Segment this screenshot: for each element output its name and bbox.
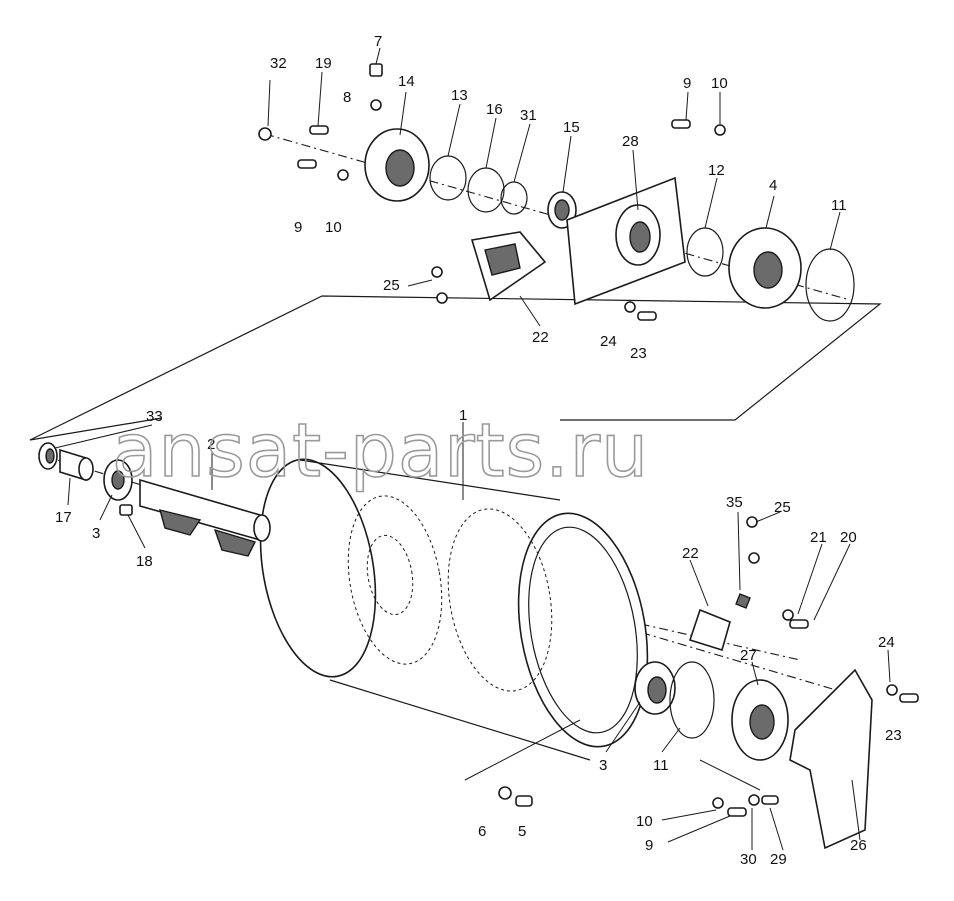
callout-19: 19 bbox=[315, 55, 332, 72]
callout-35: 35 bbox=[726, 494, 743, 511]
callout-11: 11 bbox=[831, 197, 847, 214]
callout-9: 9 bbox=[294, 219, 302, 236]
callout-leaders bbox=[54, 47, 891, 851]
callout-30: 30 bbox=[740, 851, 757, 868]
callout-10: 10 bbox=[711, 75, 728, 92]
callout-25: 25 bbox=[774, 499, 791, 516]
callout-16: 16 bbox=[486, 101, 503, 118]
callout-10: 10 bbox=[636, 813, 653, 830]
upper-bearing-parts bbox=[258, 63, 855, 322]
left-end-parts bbox=[38, 442, 271, 557]
callout-10: 10 bbox=[325, 219, 342, 236]
callout-20: 20 bbox=[840, 529, 857, 546]
callout-13: 13 bbox=[451, 87, 468, 104]
watermark-text: ansat-parts.ru bbox=[112, 408, 649, 494]
callout-27: 27 bbox=[740, 647, 757, 664]
assembly-outline bbox=[29, 295, 882, 441]
callout-3: 3 bbox=[599, 757, 607, 774]
callout-2: 2 bbox=[207, 436, 215, 453]
drum-shell bbox=[259, 458, 649, 770]
callout-4: 4 bbox=[769, 177, 777, 194]
callout-11: 11 bbox=[653, 757, 669, 774]
callout-26: 26 bbox=[850, 837, 867, 854]
callout-31: 31 bbox=[520, 107, 537, 124]
callout-6: 6 bbox=[478, 823, 486, 840]
callout-8: 8 bbox=[343, 89, 351, 106]
callout-32: 32 bbox=[270, 55, 287, 72]
callout-28: 28 bbox=[622, 133, 639, 150]
callout-24: 24 bbox=[878, 634, 895, 651]
callout-labels: 1 2 3 3 4 5 6 7 8 9 9 9 10 10 10 11 11 1… bbox=[55, 33, 902, 868]
callout-1: 1 bbox=[459, 407, 467, 424]
callout-15: 15 bbox=[563, 119, 580, 136]
callout-25: 25 bbox=[383, 277, 400, 294]
callout-22: 22 bbox=[532, 329, 549, 346]
callout-29: 29 bbox=[770, 851, 787, 868]
callout-23: 23 bbox=[630, 345, 647, 362]
callout-18: 18 bbox=[136, 553, 153, 570]
assembly-outline-edge bbox=[29, 417, 163, 441]
callout-33: 33 bbox=[146, 408, 163, 425]
callout-23: 23 bbox=[885, 727, 902, 744]
callout-17: 17 bbox=[55, 509, 72, 526]
callout-24: 24 bbox=[600, 333, 617, 350]
callout-7: 7 bbox=[374, 33, 382, 50]
callout-21: 21 bbox=[810, 529, 827, 546]
callout-22: 22 bbox=[682, 545, 699, 562]
callout-14: 14 bbox=[398, 73, 415, 90]
lower-right-parts bbox=[464, 516, 919, 850]
callout-3: 3 bbox=[92, 525, 100, 542]
callout-9: 9 bbox=[683, 75, 691, 92]
callout-5: 5 bbox=[518, 823, 526, 840]
callout-9: 9 bbox=[645, 837, 653, 854]
callout-12: 12 bbox=[708, 162, 725, 179]
